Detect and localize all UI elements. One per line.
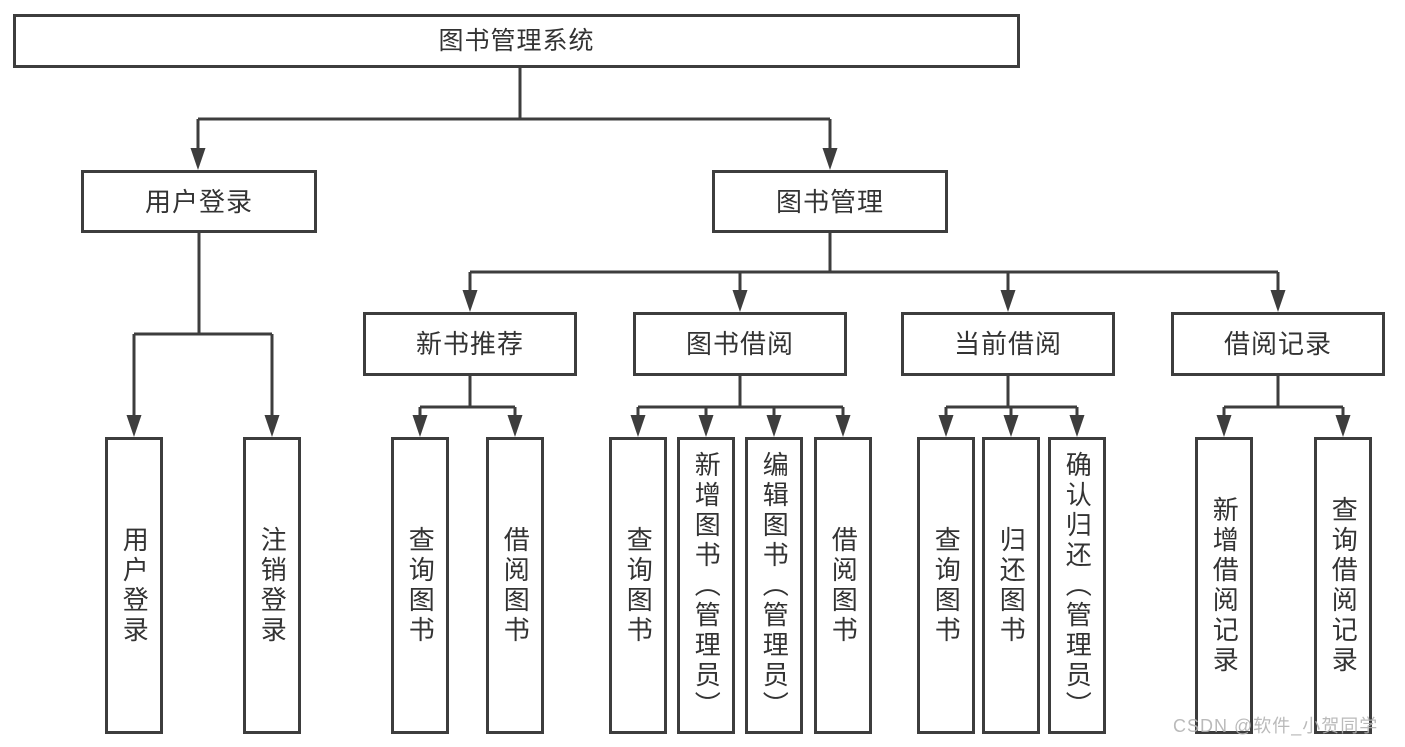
- leaf-borrow-book-recommend-label: 借阅图书: [500, 525, 531, 646]
- arrowhead-leaf-user-login: [126, 415, 142, 437]
- leaf-confirm-return-admin-label: 确认归还（管理员）: [1062, 450, 1093, 721]
- arrowhead-d2: [1003, 415, 1019, 437]
- arrowhead-leaf-logout: [264, 415, 280, 437]
- node-user-login: 用户登录: [81, 170, 317, 233]
- arrowhead-e2: [1335, 415, 1351, 437]
- csdn-watermark: CSDN @软件_小贺同学: [1173, 716, 1379, 736]
- leaf-edit-book-admin-label: 编辑图书（管理员）: [759, 450, 790, 721]
- arrowhead-d3: [1069, 415, 1085, 437]
- connector-new-book: [418, 376, 517, 416]
- connector-current-borrow: [944, 376, 1079, 416]
- arrowhead-c4: [835, 415, 851, 437]
- leaf-borrow-book: 借阅图书: [814, 437, 872, 734]
- node-borrow-records: 借阅记录: [1171, 312, 1385, 376]
- arrowhead-b2: [507, 415, 523, 437]
- leaf-edit-book-admin: 编辑图书（管理员）: [745, 437, 803, 734]
- leaf-user-login-label: 用户登录: [119, 525, 150, 646]
- leaf-return-book: 归还图书: [982, 437, 1040, 734]
- arrowhead-d1: [938, 415, 954, 437]
- arrowhead-user-login: [190, 148, 206, 170]
- leaf-add-book-admin: 新增图书（管理员）: [677, 437, 735, 734]
- leaf-query-book-recommend: 查询图书: [391, 437, 449, 734]
- node-root-library-system: 图书管理系统: [13, 14, 1020, 68]
- leaf-borrow-book-recommend: 借阅图书: [486, 437, 544, 734]
- arrowhead-current-borrow: [1000, 290, 1016, 312]
- leaf-add-book-admin-label: 新增图书（管理员）: [691, 450, 722, 721]
- arrowhead-book-borrow: [732, 290, 748, 312]
- node-book-management: 图书管理: [712, 170, 948, 233]
- connector-borrow-records: [1222, 376, 1345, 416]
- connector-book-borrow: [636, 376, 845, 416]
- arrowhead-c1: [630, 415, 646, 437]
- leaf-borrow-book-label: 借阅图书: [828, 525, 859, 646]
- leaf-logout: 注销登录: [243, 437, 301, 734]
- leaf-logout-label: 注销登录: [257, 525, 288, 646]
- leaf-user-login: 用户登录: [105, 437, 163, 734]
- connector-book-mgmt: [468, 233, 1280, 292]
- leaf-add-borrow-record-label: 新增借阅记录: [1209, 495, 1240, 676]
- leaf-query-book-borrow-label: 查询图书: [623, 525, 654, 646]
- arrowhead-c3: [766, 415, 782, 437]
- leaf-query-book-current: 查询图书: [917, 437, 975, 734]
- arrowhead-book-mgmt: [822, 148, 838, 170]
- leaf-query-book-borrow: 查询图书: [609, 437, 667, 734]
- leaf-return-book-label: 归还图书: [996, 525, 1027, 646]
- connector-root: [196, 68, 832, 150]
- leaf-query-borrow-record-label: 查询借阅记录: [1328, 495, 1359, 676]
- arrowhead-b1: [412, 415, 428, 437]
- arrowhead-new-book: [462, 290, 478, 312]
- leaf-add-borrow-record: 新增借阅记录: [1195, 437, 1253, 734]
- leaf-query-book-current-label: 查询图书: [931, 525, 962, 646]
- leaf-confirm-return-admin: 确认归还（管理员）: [1048, 437, 1106, 734]
- connector-user-login: [132, 233, 274, 416]
- leaf-query-book-recommend-label: 查询图书: [405, 525, 436, 646]
- arrowhead-c2: [698, 415, 714, 437]
- leaf-query-borrow-record: 查询借阅记录: [1314, 437, 1372, 734]
- arrowhead-borrow-records: [1270, 290, 1286, 312]
- node-current-borrow: 当前借阅: [901, 312, 1115, 376]
- node-book-borrow: 图书借阅: [633, 312, 847, 376]
- node-new-book-recommend: 新书推荐: [363, 312, 577, 376]
- arrowhead-e1: [1216, 415, 1232, 437]
